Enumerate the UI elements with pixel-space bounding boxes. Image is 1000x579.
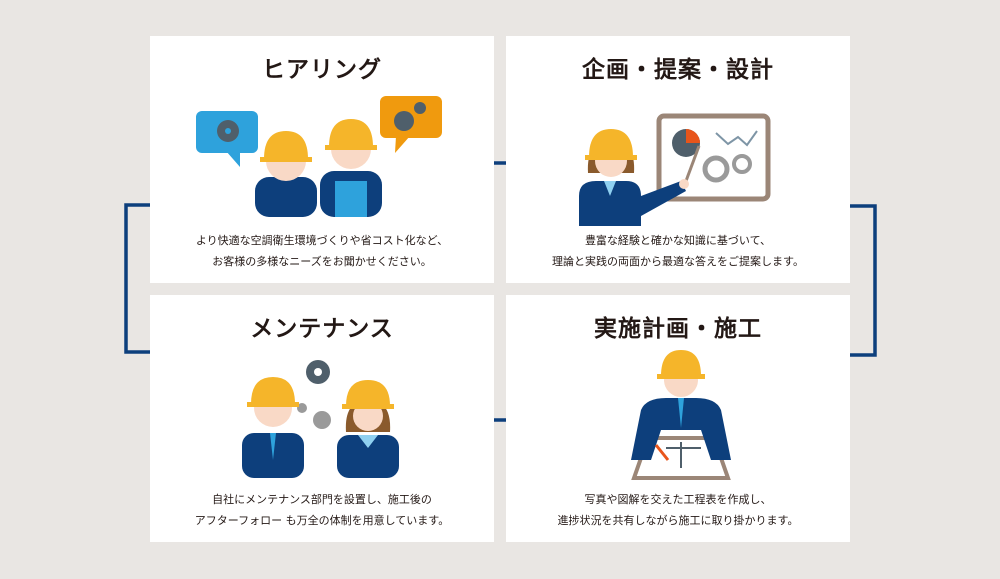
maintenance-illustration (242, 360, 399, 478)
worker-desk-icon (631, 350, 731, 480)
worker-male-icon (242, 377, 304, 478)
step-card-construction: 実施計画・施工 写真や図解を交えた工程表を作成し、 進捗状況を共有しながら施工に… (506, 295, 850, 542)
gears-icon (297, 360, 331, 429)
planning-illustration (579, 113, 771, 226)
construction-illustration (631, 350, 731, 480)
step-desc-line: より快適な空調衛生環境づくりや省コスト化など、 (195, 234, 449, 247)
step-desc-line: 写真や図解を交えた工程表を作成し、 (584, 493, 772, 506)
step-desc-line: 理論と実践の両面から最適な答えをご提案します。 (552, 255, 804, 268)
worker-1-icon (255, 131, 317, 217)
step-title: 実施計画・施工 (594, 316, 762, 342)
speech-bubble-orange-icon (380, 96, 442, 153)
step-card-planning: 企画・提案・設計 豊富な経験と確かな知識に基づいて、 理論と実践の両面から最適な… (506, 36, 850, 283)
step-title: メンテナンス (250, 316, 394, 342)
step-title: 企画・提案・設計 (582, 57, 774, 83)
step-desc-line: 進捗状況を共有しながら施工に取り掛かります。 (557, 514, 799, 527)
worker-presenter-icon (579, 129, 689, 226)
step-card-maintenance: メンテナンス 自社にメンテナンス部門を設置し、施工後の アフターフォロー も万全… (150, 295, 494, 542)
whiteboard-icon (656, 113, 771, 202)
step-card-hearing: ヒアリング より快適な空調衛生環境づくりや省コスト化など、 お客様の多様なニーズ… (150, 36, 494, 283)
step-desc-line: 豊富な経験と確かな知識に基づいて、 (584, 234, 772, 247)
step-desc-line: お客様の多様なニーズをお聞かせください。 (212, 255, 432, 268)
step-title: ヒアリング (262, 57, 382, 83)
worker-female-icon (337, 380, 399, 478)
hearing-illustration (196, 96, 442, 217)
step-desc-line: アフターフォロー も万全の体制を用意しています。 (194, 514, 450, 527)
speech-bubble-blue-icon (196, 111, 258, 167)
step-desc-line: 自社にメンテナンス部門を設置し、施工後の (212, 493, 432, 506)
worker-2-icon (320, 119, 382, 217)
